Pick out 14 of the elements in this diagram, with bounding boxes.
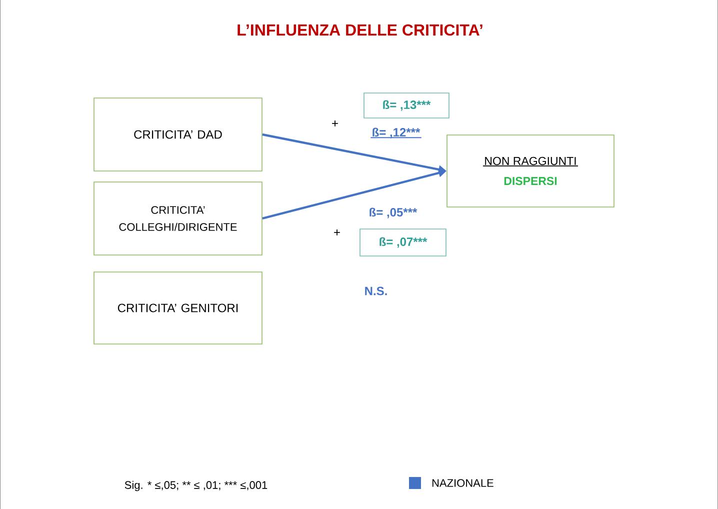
title: L’INFLUENZA DELLE CRITICITA’ bbox=[238, 24, 482, 36]
factor-box: CRITICITA’ DAD bbox=[94, 98, 262, 172]
plus-sign: + bbox=[332, 120, 338, 126]
legend-label: NAZIONALE bbox=[432, 479, 494, 487]
factor-box: CRITICITA’ COLLEGHI/DIRIGENTE bbox=[94, 182, 262, 256]
plus-sign: + bbox=[334, 230, 340, 236]
coefficient-box: ß= ,13*** bbox=[364, 92, 450, 118]
coefficient-label: ß= ,12*** bbox=[372, 128, 420, 138]
coefficient-box: ß= ,07*** bbox=[360, 228, 446, 256]
significance-note: Sig. * ≤,05; ** ≤ ,01; *** ≤,001 bbox=[124, 480, 268, 492]
coefficient-label: N.S. bbox=[365, 286, 387, 296]
factor-box: CRITICITA’ GENITORI bbox=[94, 272, 262, 344]
outcome-box: NON RAGGIUNTI DISPERSI bbox=[446, 134, 614, 208]
coefficient-label: ß= ,05*** bbox=[370, 208, 418, 218]
